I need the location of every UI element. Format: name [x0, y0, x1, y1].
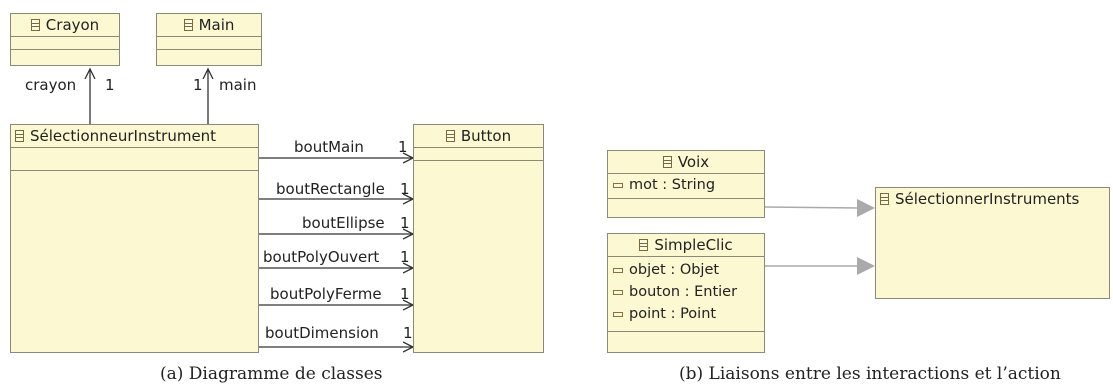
attribute-text: point : Point	[629, 306, 717, 322]
class-selectionneur-name: SélectionneurInstrument	[30, 127, 217, 145]
class-crayon: Crayon	[10, 13, 120, 66]
crayon-multiplicity: 1	[105, 76, 115, 94]
attribute-item: mot : String	[608, 174, 764, 196]
assoc-role-label: boutMain	[294, 138, 364, 156]
assoc-role-label: boutPolyFerme	[270, 285, 382, 303]
caption-b: (b) Liaisons entre les interactions et l…	[679, 364, 1061, 384]
action-name: SélectionnerInstruments	[895, 190, 1080, 208]
action-selectionner-instruments: SélectionnerInstruments	[875, 187, 1110, 299]
class-button-name: Button	[460, 127, 512, 145]
attribute-icon	[613, 311, 623, 317]
class-button: Button	[413, 124, 544, 353]
assoc-multiplicity: 1	[400, 248, 410, 266]
class-icon	[30, 19, 40, 31]
assoc-multiplicity: 1	[403, 324, 413, 342]
attribute-item: objet : Objet	[608, 259, 764, 281]
assoc-role-label: boutEllipse	[302, 214, 385, 232]
assoc-multiplicity: 1	[400, 285, 410, 303]
caption-a: (a) Diagramme de classes	[160, 364, 383, 384]
main-multiplicity: 1	[193, 76, 203, 94]
class-voix: Voix mot : String	[607, 150, 765, 218]
class-selectionneur-instrument: SélectionneurInstrument	[10, 124, 259, 353]
class-icon	[445, 130, 455, 142]
class-main: Main	[156, 13, 262, 66]
class-voix-name: Voix	[677, 153, 710, 171]
link-voix-line	[764, 206, 861, 209]
assoc-multiplicity: 1	[400, 214, 410, 232]
link-voix-arrowhead	[857, 199, 875, 217]
class-icon	[662, 156, 672, 168]
main-role-label: main	[219, 76, 257, 94]
class-icon	[639, 239, 649, 251]
assoc-multiplicity: 1	[398, 138, 408, 156]
attribute-text: mot : String	[629, 177, 716, 193]
class-crayon-name: Crayon	[45, 16, 100, 34]
link-simpleclic-arrowhead	[857, 257, 875, 275]
class-simpleclic: SimpleClic objet : Objet bouton : Entier…	[607, 233, 765, 353]
attribute-icon	[613, 267, 623, 273]
class-simpleclic-name: SimpleClic	[654, 236, 733, 254]
assoc-role-label: boutPolyOuvert	[263, 248, 380, 266]
class-icon	[183, 19, 193, 31]
crayon-role-label: crayon	[25, 76, 77, 94]
attribute-icon	[613, 182, 623, 188]
assoc-role-label: boutDimension	[265, 324, 379, 342]
attribute-text: bouton : Entier	[629, 284, 738, 300]
attribute-text: objet : Objet	[629, 262, 720, 278]
assoc-multiplicity: 1	[400, 180, 410, 198]
class-icon	[15, 130, 24, 142]
attribute-item: point : Point	[608, 303, 764, 325]
assoc-role-label: boutRectangle	[276, 180, 385, 198]
class-main-name: Main	[198, 16, 235, 34]
class-icon	[880, 193, 889, 205]
attribute-icon	[613, 289, 623, 295]
attribute-item: bouton : Entier	[608, 281, 764, 303]
